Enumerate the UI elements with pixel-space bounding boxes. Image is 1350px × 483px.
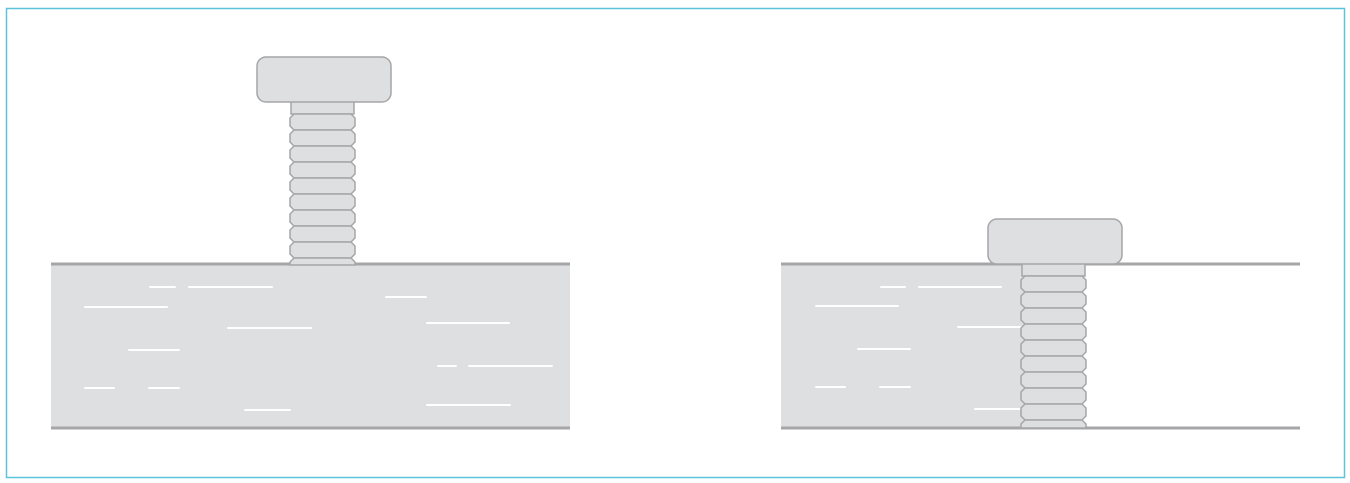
wood-grain-left [84,286,553,411]
screw-icon [256,56,392,266]
screw-shaft-right [1020,261,1087,429]
screw-shaft-left [289,99,356,266]
right-panel [781,218,1300,430]
screw-icon [987,218,1123,429]
wood-block-right [781,262,1300,430]
screw-head-right [987,218,1123,265]
diagram-frame [5,7,1346,479]
wood-block-left [51,262,570,430]
screw-head-left [256,56,392,103]
wood-grain-right [815,286,1022,410]
left-panel [51,56,570,430]
